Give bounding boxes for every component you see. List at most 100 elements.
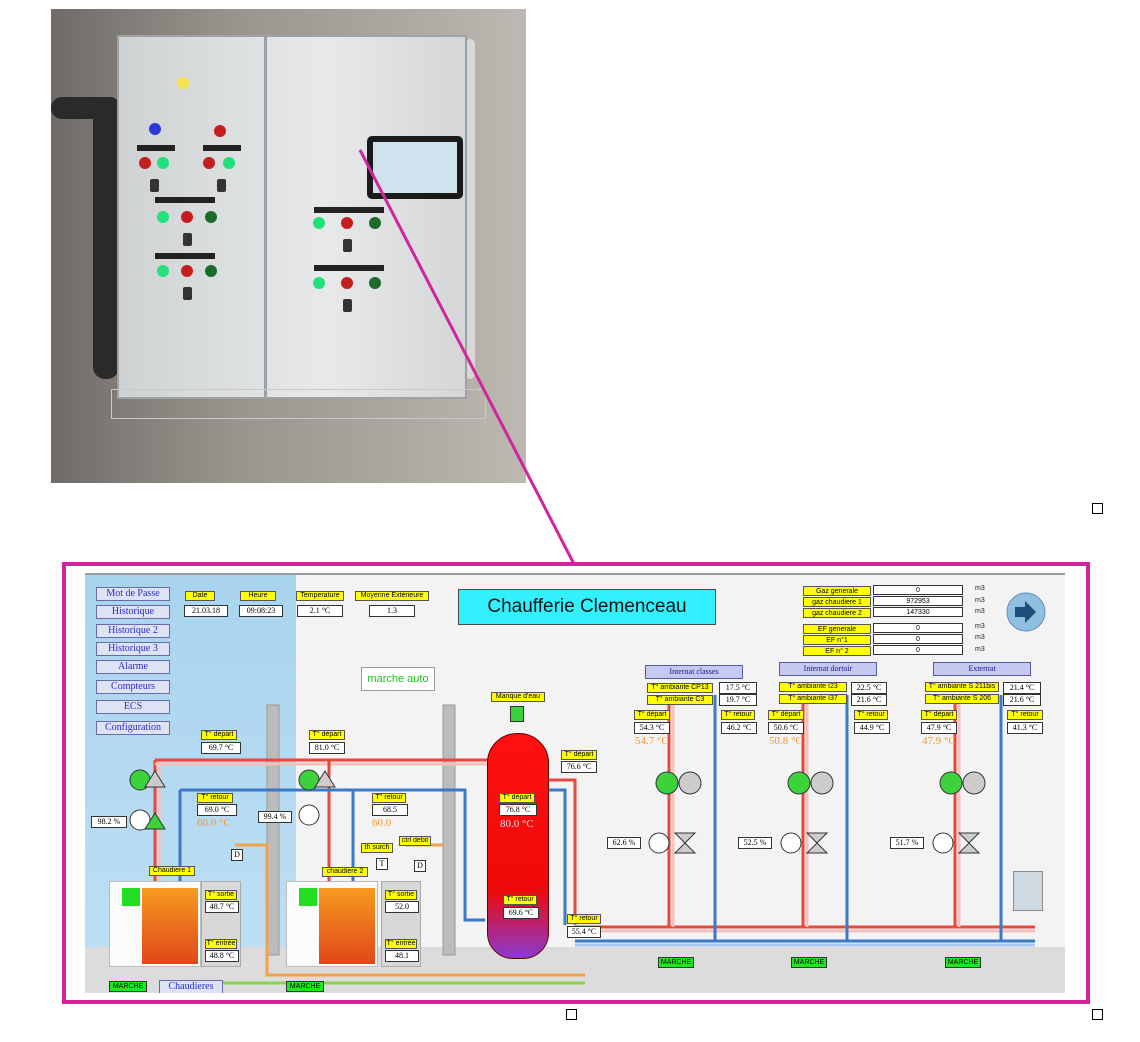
nav-mot-de-passe[interactable]: Mot de Passe bbox=[96, 587, 170, 601]
zone-externat[interactable]: Externat bbox=[933, 662, 1031, 676]
z2-retour-value: 44.9 °C bbox=[854, 722, 890, 734]
z1-retour-value: 46.2 °C bbox=[721, 722, 757, 734]
pipe-diagram bbox=[129, 695, 1035, 985]
b2-entree-value: 48.1 bbox=[385, 950, 419, 962]
scada-screen: Mot de Passe Historique Historique 2 His… bbox=[85, 573, 1065, 993]
z3-retour-value: 41.3 °C bbox=[1007, 722, 1043, 734]
status-indicator bbox=[122, 888, 140, 906]
z3-pct: 51.7 % bbox=[890, 837, 924, 849]
moyenne-label: Moyenne Extérieure bbox=[355, 591, 429, 601]
zone-internat-dortoir[interactable]: Internat dortoir bbox=[779, 662, 877, 676]
z3-marche[interactable]: MARCHE bbox=[945, 957, 981, 968]
collector-retour-label: T° retour bbox=[567, 914, 601, 924]
b1-d-symbol: D bbox=[231, 849, 243, 861]
counter-label: EF n°1 bbox=[803, 635, 871, 645]
ctrl-debit-label: ctrl debit bbox=[399, 836, 431, 846]
boiler2-marche[interactable]: MARCHE bbox=[286, 981, 324, 992]
counter-label: gaz chaudiere 1 bbox=[803, 597, 871, 607]
z1-depart-label: T° départ bbox=[634, 710, 670, 720]
b2-consigne: 60.0 bbox=[372, 817, 392, 829]
nav-historique-3[interactable]: Historique 3 bbox=[96, 642, 170, 656]
b2-name: chaudiere 2 bbox=[322, 867, 368, 877]
th-surch-label: th surch bbox=[361, 843, 393, 853]
date-label: Date bbox=[185, 591, 215, 601]
counter-unit: m3 bbox=[975, 597, 985, 604]
z1-amb2-label: T° ambiante C3 bbox=[647, 695, 713, 705]
tank-retour-label: T° retour bbox=[503, 895, 537, 905]
next-arrow-icon[interactable] bbox=[1005, 591, 1047, 633]
nav-configuration[interactable]: Configuration bbox=[96, 721, 170, 735]
counter-value: 0 bbox=[873, 623, 963, 633]
z3-depart-value: 47.9 °C bbox=[921, 722, 957, 734]
nav-alarme[interactable]: Alarme bbox=[96, 660, 170, 674]
floor bbox=[85, 947, 1065, 993]
gauge-icon bbox=[510, 706, 524, 722]
b2-entree-label: T° entrée bbox=[385, 939, 417, 949]
burner-icon bbox=[142, 888, 198, 964]
b1-valve-pct: 98.2 % bbox=[91, 816, 127, 828]
t-symbol: T bbox=[376, 858, 388, 870]
z1-amb1-value: 17.5 °C bbox=[719, 682, 757, 694]
heure-value: 09:08:23 bbox=[239, 605, 283, 617]
z2-depart-label: T° départ bbox=[768, 710, 804, 720]
collector-retour-value: 55.4 °C bbox=[567, 926, 601, 938]
heure-label: Heure bbox=[240, 591, 276, 601]
z1-amb2-value: 19.7 °C bbox=[719, 694, 757, 706]
b1-mix-pct: 99.4 % bbox=[258, 811, 292, 823]
boiler-2[interactable] bbox=[286, 881, 378, 967]
z2-depart-value: 50.6 °C bbox=[768, 722, 804, 734]
z2-marche[interactable]: MARCHE bbox=[791, 957, 827, 968]
counter-unit: m3 bbox=[975, 646, 985, 653]
b2-depart-label: T° départ bbox=[309, 730, 345, 740]
z3-consigne: 47.9 °C bbox=[922, 735, 956, 747]
resize-handle[interactable] bbox=[566, 1009, 577, 1020]
z3-depart-label: T° départ bbox=[921, 710, 957, 720]
z2-consigne: 50.8 °C bbox=[769, 735, 803, 747]
counter-value: 0 bbox=[873, 585, 963, 595]
z1-pct: 62.6 % bbox=[607, 837, 641, 849]
burner-icon bbox=[319, 888, 375, 964]
b1-retour-value: 69.0 °C bbox=[197, 804, 237, 816]
z1-marche[interactable]: MARCHE bbox=[658, 957, 694, 968]
z3-amb1-value: 21.4 °C bbox=[1003, 682, 1041, 694]
nav-historique-2[interactable]: Historique 2 bbox=[96, 624, 170, 638]
collector-depart-label: T° départ bbox=[561, 750, 597, 760]
zone-internat-classes[interactable]: Internat classes bbox=[645, 665, 743, 679]
counter-unit: m3 bbox=[975, 585, 985, 592]
counter-unit: m3 bbox=[975, 623, 985, 630]
b2-depart-value: 81.0 °C bbox=[309, 742, 345, 754]
page-title: Chaufferie Clemenceau bbox=[458, 589, 716, 625]
temperature-value: 2.1 °C bbox=[297, 605, 343, 617]
z3-amb2-label: T° ambiante S 206 bbox=[925, 694, 999, 704]
nav-ecs[interactable]: ECS bbox=[96, 700, 170, 714]
b2-retour-value: 68.5 bbox=[372, 804, 408, 816]
resize-handle[interactable] bbox=[1092, 503, 1103, 514]
nav-compteurs[interactable]: Compteurs bbox=[96, 680, 170, 694]
tank-depart-value: 76.8 °C bbox=[499, 804, 537, 816]
temperature-label: Temperature bbox=[296, 591, 344, 601]
z2-amb2-value: 21.6 °C bbox=[851, 694, 887, 706]
b1-name: Chaudiere 1 bbox=[149, 866, 195, 876]
b2-sortie-label: T° sortie bbox=[385, 890, 417, 900]
z2-amb1-label: T° ambiante I23 bbox=[779, 682, 847, 692]
z1-amb1-label: T° ambiante CP13 bbox=[647, 683, 713, 693]
d-symbol: D bbox=[414, 860, 426, 872]
tank-setpoint: 80.0 °C bbox=[500, 818, 534, 830]
z2-amb1-value: 22.5 °C bbox=[851, 682, 887, 694]
z2-amb2-label: T° ambiante I37 bbox=[779, 694, 847, 704]
counter-value: 0 bbox=[873, 634, 963, 644]
nav-historique[interactable]: Historique bbox=[96, 605, 170, 619]
chaudieres-button[interactable]: Chaudieres bbox=[159, 980, 223, 993]
resize-handle[interactable] bbox=[1092, 1009, 1103, 1020]
collector-depart-value: 76.6 °C bbox=[561, 761, 597, 773]
boiler-1[interactable] bbox=[109, 881, 201, 967]
z3-amb2-value: 21.6 °C bbox=[1003, 694, 1041, 706]
b1-depart-value: 69.7 °C bbox=[201, 742, 241, 754]
status-indicator bbox=[299, 888, 317, 906]
boiler1-marche[interactable]: MARCHE bbox=[109, 981, 147, 992]
counter-value: 0 bbox=[873, 645, 963, 655]
b1-sortie-value: 48.7 °C bbox=[205, 901, 239, 913]
b1-depart-label: T° départ bbox=[201, 730, 237, 740]
auto-mode[interactable]: marche auto bbox=[361, 667, 435, 691]
counter-label: Gaz generale bbox=[803, 586, 871, 596]
